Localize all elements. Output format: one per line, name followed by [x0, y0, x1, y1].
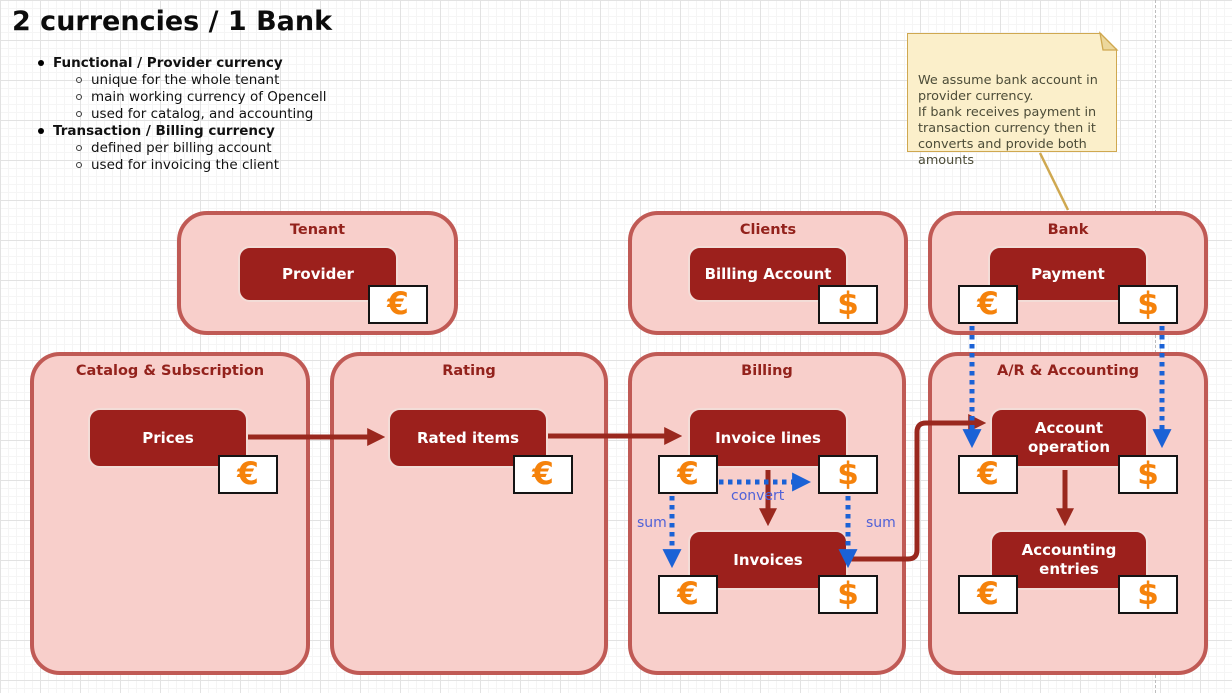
currency-tag-invoice-lines-usd: $ — [818, 455, 878, 494]
container-title: Catalog & Subscription — [75, 363, 265, 379]
container-title: Tenant — [289, 222, 346, 238]
node-label: Invoices — [733, 550, 803, 569]
node-label: Account operation — [1027, 419, 1111, 456]
bullet-marker-icon — [76, 144, 82, 151]
container-rating: Rating — [330, 352, 608, 675]
container-title: Billing — [741, 363, 793, 379]
container-billing: Billing — [628, 352, 906, 675]
bullet-item: Transaction / Billing currency — [38, 122, 327, 139]
note-folded-corner-icon — [1098, 30, 1120, 52]
node-label: Accounting entries — [1021, 541, 1117, 578]
euro-icon: € — [237, 456, 259, 492]
dollar-icon: $ — [1137, 286, 1159, 322]
node-label: Rated items — [416, 428, 520, 447]
container-ar-accounting: A/R & Accounting — [928, 352, 1208, 675]
bullet-marker-icon — [38, 127, 44, 134]
sticky-note: We assume bank account in provider curre… — [907, 30, 1120, 168]
dollar-icon: $ — [1137, 576, 1159, 612]
euro-icon: € — [387, 286, 409, 322]
bullet-text: unique for the whole tenant — [91, 71, 280, 88]
dollar-icon: $ — [837, 576, 859, 612]
currency-tag-accounting-entries-eur: € — [958, 575, 1018, 614]
dollar-icon: $ — [837, 286, 859, 322]
page-title: 2 currencies / 1 Bank — [12, 6, 333, 37]
bullet-subitem: used for invoicing the client — [76, 156, 327, 173]
euro-icon: € — [677, 576, 699, 612]
container-title: A/R & Accounting — [996, 363, 1140, 379]
note-text: We assume bank account in provider curre… — [918, 73, 1098, 168]
bullet-subitem: used for catalog, and accounting — [76, 105, 327, 122]
dollar-icon: $ — [837, 456, 859, 492]
bullet-marker-icon — [76, 110, 82, 117]
currency-tag-invoices-eur: € — [658, 575, 718, 614]
currency-tag-payment-eur: € — [958, 285, 1018, 324]
edge-label-sum-left: sum — [637, 515, 667, 531]
currency-tag-billing-account-usd: $ — [818, 285, 878, 324]
bullet-marker-icon — [76, 76, 82, 83]
bullet-text: Functional / Provider currency — [53, 54, 283, 71]
currency-tag-invoice-lines-eur: € — [658, 455, 718, 494]
currency-tag-account-operation-eur: € — [958, 455, 1018, 494]
currency-tag-prices-eur: € — [218, 455, 278, 494]
bullet-marker-icon — [76, 161, 82, 168]
currency-tag-rated-items-eur: € — [513, 455, 573, 494]
container-title: Bank — [1047, 222, 1089, 238]
currency-tag-provider-eur: € — [368, 285, 428, 324]
node-label: Prices — [142, 428, 194, 447]
node-label: Invoice lines — [715, 428, 821, 447]
currency-tag-account-operation-usd: $ — [1118, 455, 1178, 494]
bullet-text: used for catalog, and accounting — [91, 105, 314, 122]
node-label: Billing Account — [704, 264, 832, 283]
container-title: Rating — [442, 363, 496, 379]
dollar-icon: $ — [1137, 456, 1159, 492]
currency-tag-payment-usd: $ — [1118, 285, 1178, 324]
currency-tag-invoices-usd: $ — [818, 575, 878, 614]
euro-icon: € — [977, 456, 999, 492]
bullet-text: used for invoicing the client — [91, 156, 280, 173]
bullet-item: Functional / Provider currency — [38, 54, 327, 71]
euro-icon: € — [977, 286, 999, 322]
euro-icon: € — [677, 456, 699, 492]
euro-icon: € — [532, 456, 554, 492]
node-label: Provider — [282, 264, 354, 283]
bullet-text: defined per billing account — [91, 139, 272, 156]
edge-label-sum-right: sum — [866, 515, 896, 531]
bullet-marker-icon — [38, 59, 44, 66]
bullet-list: Functional / Provider currency unique fo… — [38, 54, 327, 173]
bullet-marker-icon — [76, 93, 82, 100]
bullet-subitem: main working currency of Opencell — [76, 88, 327, 105]
edge-label-convert: convert — [731, 488, 785, 504]
bullet-subitem: unique for the whole tenant — [76, 71, 327, 88]
bullet-text: main working currency of Opencell — [91, 88, 327, 105]
page-boundary-dashed-line — [1155, 0, 1156, 693]
note-tail — [1038, 152, 1070, 211]
currency-tag-accounting-entries-usd: $ — [1118, 575, 1178, 614]
euro-icon: € — [977, 576, 999, 612]
container-title: Clients — [739, 222, 797, 238]
node-label: Payment — [1031, 264, 1105, 283]
container-catalog-subscription: Catalog & Subscription — [30, 352, 310, 675]
bullet-text: Transaction / Billing currency — [53, 122, 275, 139]
bullet-subitem: defined per billing account — [76, 139, 327, 156]
